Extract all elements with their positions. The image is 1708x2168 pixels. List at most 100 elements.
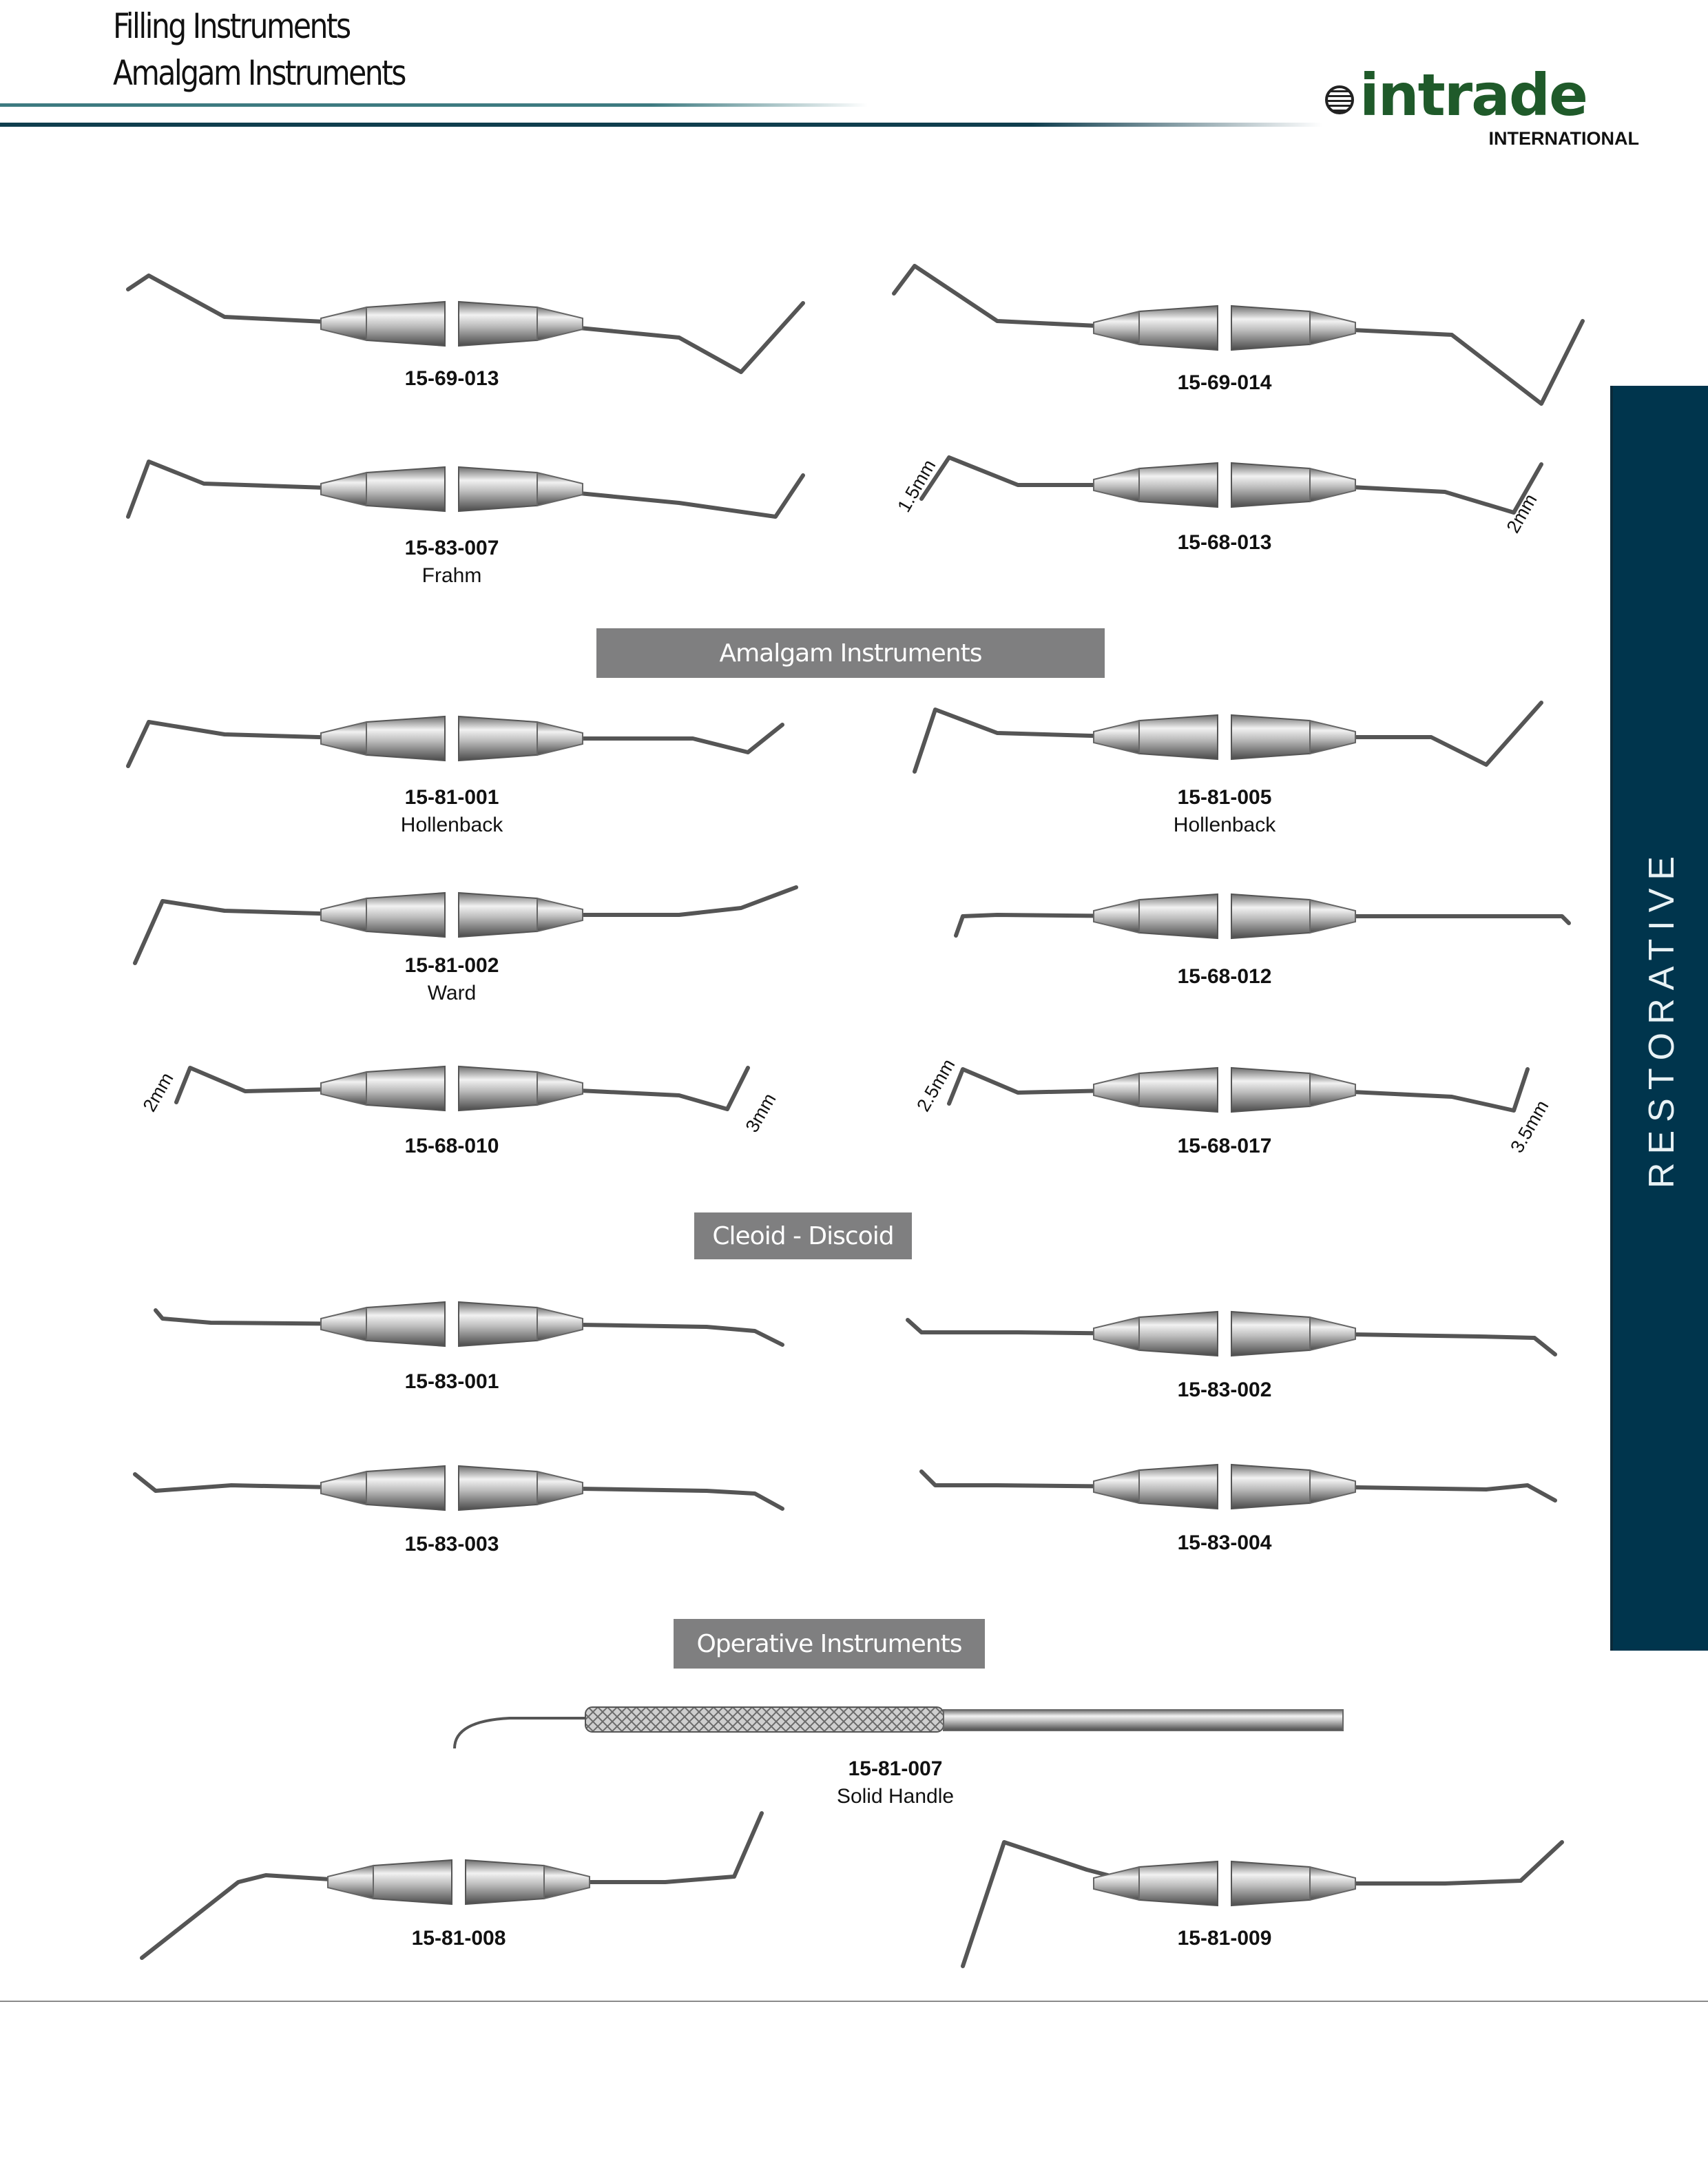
handle-taper <box>537 1306 583 1342</box>
instrument-15-83-001 <box>154 1301 784 1348</box>
right-shank <box>1308 1332 1557 1356</box>
product-code: 15-81-007 <box>848 1757 943 1780</box>
handle-half <box>458 300 538 347</box>
knurled-grip <box>585 1706 944 1733</box>
right-shank <box>542 1811 764 1884</box>
handle-taper <box>320 306 367 342</box>
product-label: 15-83-003 <box>405 1531 499 1558</box>
working-tip <box>453 1717 592 1749</box>
product-label: 15-68-013 <box>1178 529 1272 557</box>
handle-half <box>1138 714 1218 761</box>
left-shank <box>133 899 368 965</box>
product-code: 15-83-007 <box>404 537 499 559</box>
handle-taper <box>537 471 583 507</box>
product-name: Ward <box>427 982 477 1004</box>
intrade-logo: intrade INTERNATIONAL <box>1322 66 1639 153</box>
handle-half <box>1138 1310 1218 1357</box>
handle-half <box>366 300 446 347</box>
left-shank <box>961 1840 1141 1968</box>
right-shank <box>1308 462 1543 515</box>
left-shank <box>954 913 1141 938</box>
left-shank <box>140 1873 375 1960</box>
left-shank <box>919 1469 1141 1489</box>
handle-taper <box>320 1470 367 1506</box>
instrument-15-68-010 <box>174 1065 750 1112</box>
handle-half <box>1138 893 1218 940</box>
handle-taper <box>1309 898 1356 934</box>
instrument-15-81-009 <box>961 1840 1564 1968</box>
product-name: Frahm <box>421 564 482 587</box>
page-title-line1: Filling Instruments <box>113 6 351 46</box>
product-code: 15-68-013 <box>1177 531 1272 554</box>
handle-half <box>366 1065 446 1112</box>
instrument-15-83-004 <box>919 1463 1557 1510</box>
left-shank <box>913 708 1141 774</box>
product-label: 15-83-002 <box>1178 1376 1272 1404</box>
handle-half <box>458 466 538 513</box>
product-label: 15-68-010 <box>405 1133 499 1160</box>
product-code: 15-81-002 <box>404 954 499 977</box>
handle-taper <box>1093 1072 1140 1108</box>
product-code: 15-68-010 <box>404 1135 499 1157</box>
instrument-15-68-017 <box>947 1066 1530 1113</box>
handle-half <box>373 1859 452 1906</box>
instrument-15-69-013 <box>126 273 805 374</box>
page-title-line2: Amalgam Instruments <box>113 53 406 93</box>
right-shank <box>1308 1840 1564 1886</box>
right-shank <box>1308 1483 1557 1503</box>
handle-half <box>458 1065 538 1112</box>
left-shank <box>126 273 368 326</box>
handle-half <box>458 891 538 938</box>
handle-taper <box>1309 719 1356 755</box>
handle-taper <box>1309 1866 1356 1901</box>
handle-taper <box>320 471 367 507</box>
left-shank <box>126 460 368 519</box>
handle-taper <box>1093 310 1140 346</box>
category-sidebar: RESTORATIVE <box>1610 386 1708 1651</box>
handle-taper <box>1093 719 1140 755</box>
right-shank <box>535 885 798 917</box>
handle-half <box>465 1859 545 1906</box>
handle-half <box>1138 462 1218 508</box>
product-label: 15-81-009 <box>1178 1925 1272 1952</box>
product-label: 15-68-012 <box>1178 963 1272 991</box>
handle-half <box>458 1465 538 1511</box>
left-shank <box>126 720 368 768</box>
right-shank <box>1308 914 1571 925</box>
logo-subtitle: INTERNATIONAL <box>1488 128 1639 149</box>
handle-taper <box>1309 467 1356 503</box>
handle-taper <box>327 1864 374 1900</box>
right-shank <box>1308 1067 1530 1113</box>
handle-half <box>1138 1463 1218 1510</box>
handle-half <box>1231 462 1311 508</box>
handle-half <box>1231 893 1311 940</box>
instrument-15-83-007 <box>126 460 805 519</box>
left-shank <box>174 1066 368 1104</box>
left-shank <box>947 1067 1141 1106</box>
product-code: 15-81-005 <box>1177 786 1272 809</box>
product-name: Hollenback <box>1173 814 1276 836</box>
product-code: 15-83-001 <box>404 1370 499 1393</box>
handle-half <box>458 715 538 762</box>
product-code: 15-68-017 <box>1177 1135 1272 1157</box>
right-shank <box>1308 319 1585 406</box>
instrument-15-68-012 <box>954 893 1571 940</box>
handle-taper <box>320 721 367 756</box>
product-label: 15-68-017 <box>1178 1133 1272 1160</box>
handle-taper <box>320 897 367 933</box>
product-code: 15-83-002 <box>1177 1379 1272 1401</box>
product-name: Hollenback <box>400 814 503 836</box>
handle-taper <box>1309 310 1356 346</box>
left-shank <box>892 264 1141 330</box>
right-shank <box>535 1486 784 1511</box>
handle-taper <box>320 1306 367 1342</box>
product-code: 15-68-012 <box>1177 965 1272 988</box>
instrument-15-81-005 <box>913 701 1543 774</box>
header-divider-dark <box>0 123 1322 127</box>
instrument-15-81-008 <box>140 1811 764 1960</box>
product-label: 15-81-008 <box>412 1925 506 1952</box>
handle-half <box>366 715 446 762</box>
